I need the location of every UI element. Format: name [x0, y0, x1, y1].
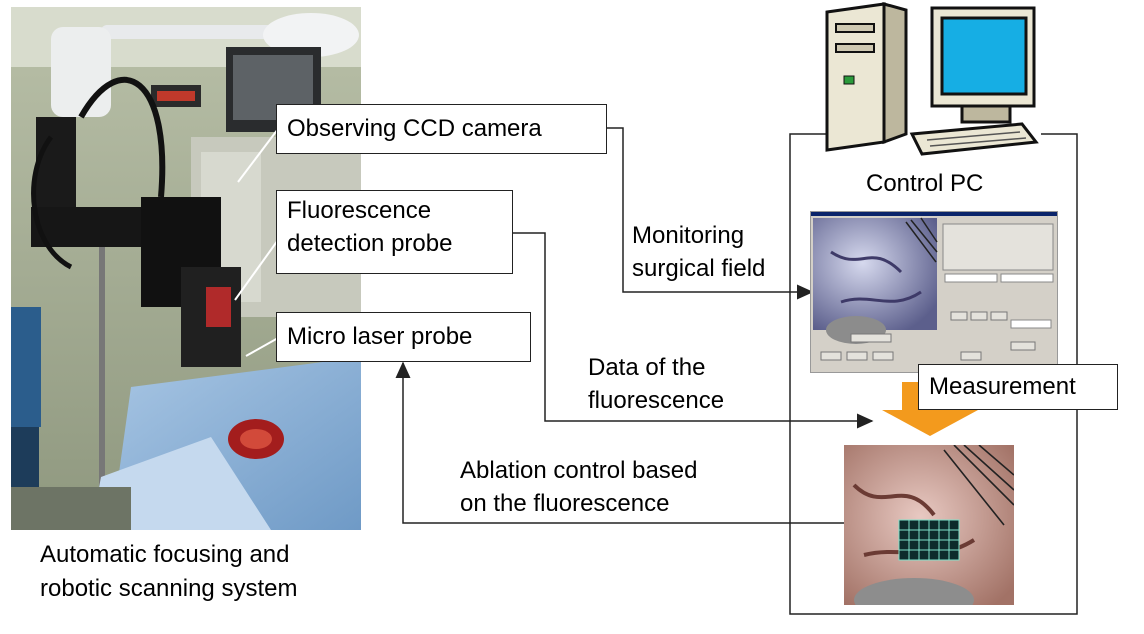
measurement-callout: Measurement: [918, 364, 1118, 410]
fluorescence-probe-line-2: detection probe: [287, 230, 453, 257]
fluorescence-data-label-line-1: Data of the: [588, 354, 706, 381]
fluorescence-data-arrow: [512, 232, 874, 429]
fluorescence-probe-line-1: Fluorescence: [287, 197, 432, 224]
operating-room-illustration: [11, 7, 361, 530]
scan-grid-overlay: [898, 519, 960, 561]
ablation-label-line-1: Ablation control based: [460, 457, 698, 484]
fluor-pointer-line: [234, 239, 279, 301]
ccd-camera-callout: Observing CCD camera: [276, 104, 607, 154]
fluorescence-result-image: [844, 445, 1014, 605]
fluorescence-data-label-line-2: fluorescence: [588, 387, 725, 414]
system-caption-line-1: Automatic focusing and: [40, 541, 290, 568]
laser-probe-callout: Micro laser probe: [276, 312, 531, 362]
laser-pointer-line: [245, 337, 279, 357]
computer-icon: [822, 2, 1042, 160]
monitoring-arrow: [606, 127, 814, 300]
operating-room-photo: [11, 7, 361, 530]
control-software-screenshot: [810, 211, 1058, 373]
control-pc-frame: [789, 133, 1078, 615]
fluorescence-probe-callout: Fluorescence detection probe: [276, 190, 513, 274]
system-caption-line-2: robotic scanning system: [40, 575, 298, 602]
ccd-pointer-line: [237, 128, 279, 183]
monitoring-label-line-1: Monitoring: [632, 222, 745, 249]
ablation-control-arrow: [395, 361, 844, 524]
control-pc-label: Control PC: [866, 170, 984, 197]
monitoring-label-line-2: surgical field: [632, 255, 766, 282]
ablation-label-line-2: on the fluorescence: [460, 490, 670, 517]
